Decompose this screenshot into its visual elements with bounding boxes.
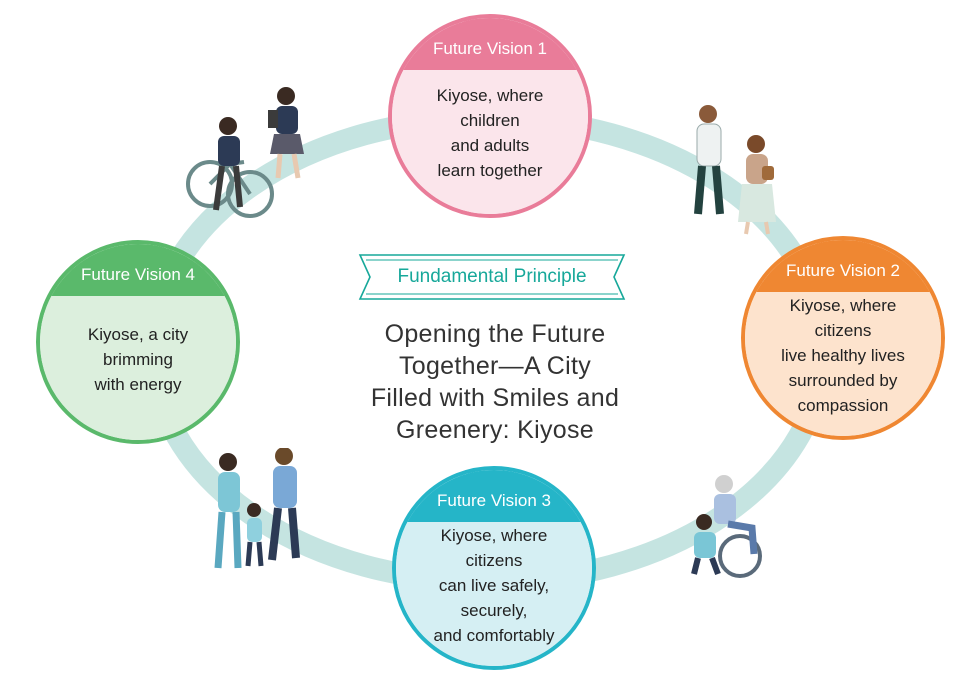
fundamental-principle-title: Fundamental Principle <box>397 266 587 287</box>
students-with-bicycle-icon <box>186 87 304 218</box>
future-vision-3: Future Vision 3 Kiyose, where citizens c… <box>392 466 596 670</box>
couple-walking-icon <box>694 105 776 235</box>
ribbon-frame-icon <box>358 254 626 300</box>
family-walking-icon <box>214 448 300 569</box>
future-vision-2: Future Vision 2 Kiyose, where citizens l… <box>741 236 945 440</box>
fundamental-principle-statement: Opening the Future Together—A City Fille… <box>370 320 620 444</box>
future-vision-1: Future Vision 1 Kiyose, where children a… <box>388 14 592 218</box>
future-vision-4: Future Vision 4 Kiyose, a city brimming … <box>36 240 240 444</box>
fundamental-principle-label: Fundamental Principle <box>356 252 628 302</box>
future-vision-2-text: Kiyose, where citizens live healthy live… <box>745 292 941 436</box>
caregiver-wheelchair-icon <box>691 475 762 578</box>
